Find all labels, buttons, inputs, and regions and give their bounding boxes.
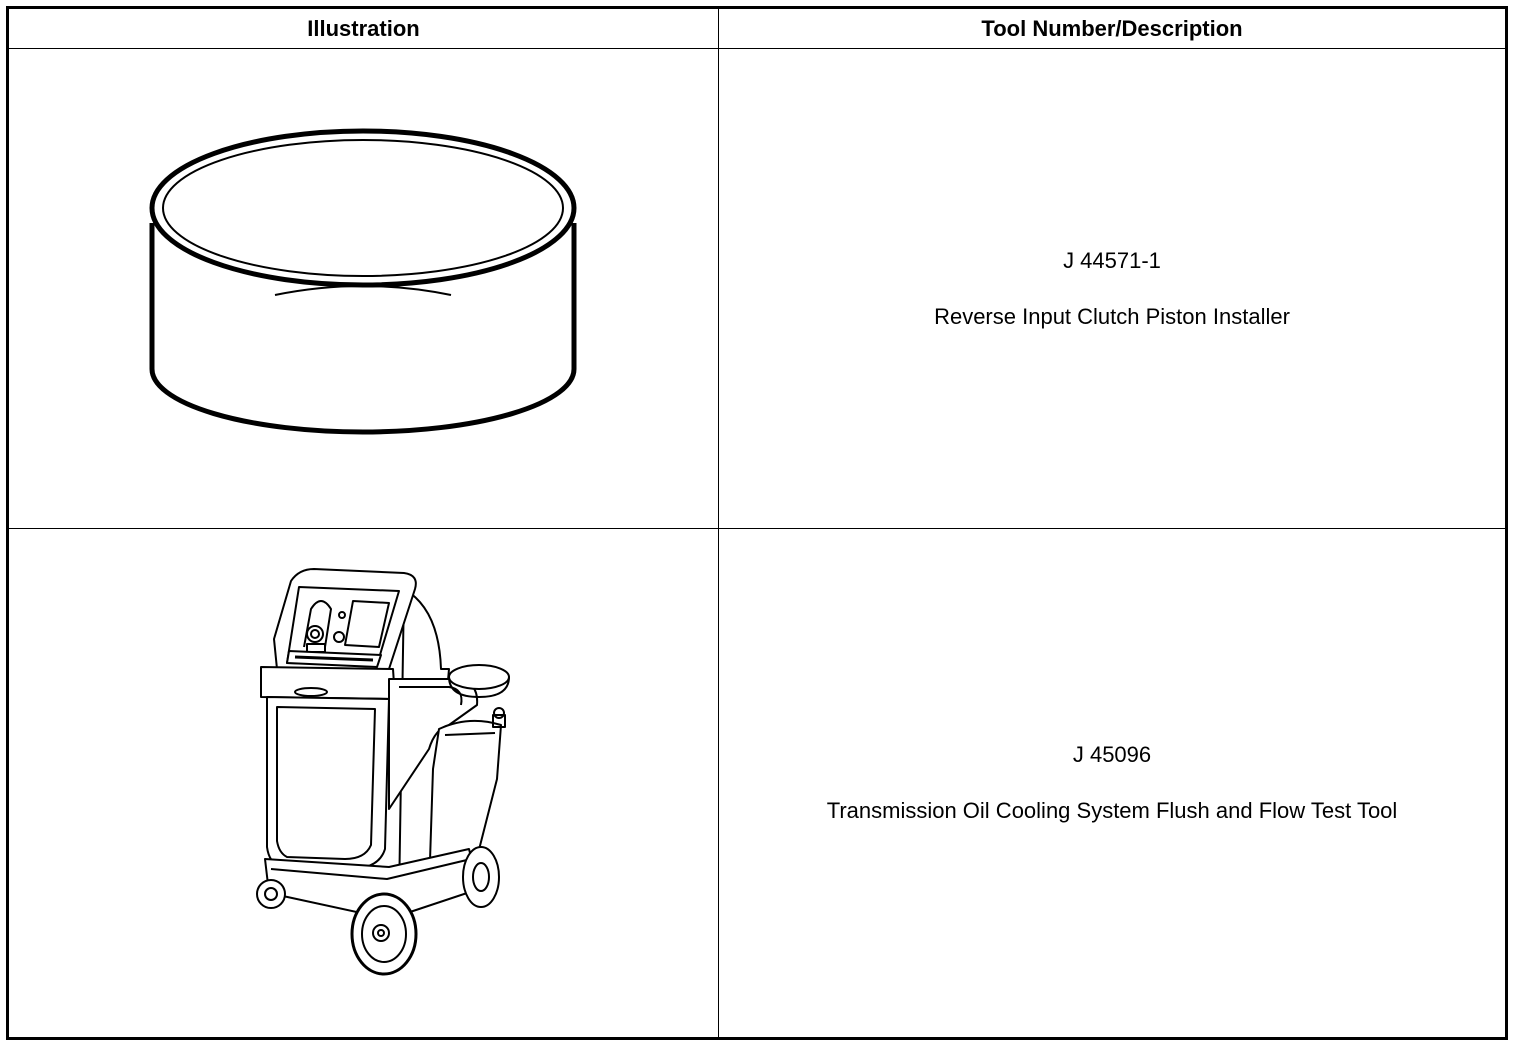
ring-installer-illustration (149, 128, 577, 435)
tool-description: Transmission Oil Cooling System Flush an… (826, 798, 1398, 823)
tool-table: Illustration Tool Number/Description J 4… (6, 6, 1508, 1040)
tool-description: Reverse Input Clutch Piston Installer (934, 303, 1290, 329)
table-row-2-illustration (9, 529, 719, 1037)
header-tool-description: Tool Number/Description (719, 9, 1505, 49)
flush-cart-illustration (256, 568, 510, 976)
table-row-2-description: J 45096 Transmission Oil Cooling System … (719, 529, 1505, 1037)
tool-number: J 45096 (1072, 742, 1152, 767)
table-row-1-description: J 44571-1 Reverse Input Clutch Piston In… (719, 49, 1505, 529)
header-tool-label: Tool Number/Description (981, 15, 1243, 41)
header-illustration-label: Illustration (307, 15, 420, 41)
table-row-1-illustration (9, 49, 719, 529)
tool-number: J 44571-1 (1063, 247, 1161, 273)
header-illustration: Illustration (9, 9, 719, 49)
